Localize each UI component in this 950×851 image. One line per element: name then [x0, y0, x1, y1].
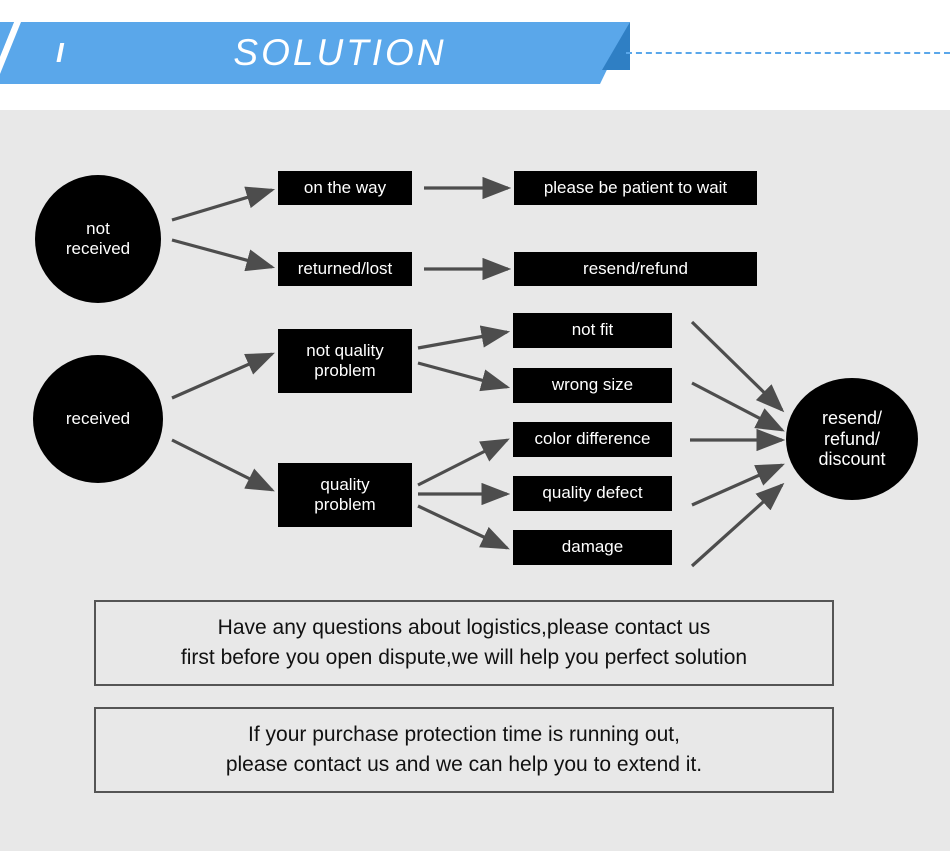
arrow-damage-resolution [690, 482, 785, 568]
banner-dashed-rule [626, 52, 950, 54]
node-not-quality-problem[interactable]: not quality problem [278, 329, 412, 393]
node-wrong-size-label: wrong size [551, 375, 634, 395]
arrow-notquality-notfit [417, 325, 511, 350]
notice-protection: If your purchase protection time is runn… [94, 707, 834, 793]
banner-index-label: I [56, 37, 65, 68]
flow-arrow-layer [171, 176, 786, 568]
node-not-fit-label: not fit [571, 320, 614, 340]
node-not-quality-line2: problem [314, 361, 376, 380]
node-on-the-way-label: on the way [303, 177, 387, 197]
node-not-received-line1: not [86, 219, 110, 239]
header-banner: I SOLUTION [0, 0, 950, 110]
node-resolution[interactable]: resend/ refund/ discount [786, 378, 918, 500]
node-returned-lost[interactable]: returned/lost [278, 252, 412, 286]
arrow-notreceived-returnedlost [171, 238, 276, 272]
page-title: SOLUTION [233, 32, 447, 73]
node-quality-problem[interactable]: quality problem [278, 463, 412, 527]
arrow-qualitydefect-resolution [691, 463, 785, 507]
content-area: not received received resend/ refund/ di… [0, 110, 950, 851]
node-quality-defect-label: quality defect [542, 483, 643, 503]
node-returned-lost-label: returned/lost [297, 258, 393, 278]
node-quality-problem-line1: quality [320, 474, 370, 494]
node-color-difference-label: color difference [534, 429, 651, 449]
node-damage-label: damage [561, 537, 624, 557]
node-received[interactable]: received [33, 355, 163, 483]
arrow-notquality-wrongsize [417, 361, 511, 392]
arrow-wrongsize-resolution [691, 381, 785, 432]
notice-logistics: Have any questions about logistics,pleas… [94, 600, 834, 686]
arrow-notreceived-ontheway [171, 186, 276, 222]
node-not-received-line2: received [65, 239, 131, 258]
node-resend-refund-label: resend/refund [583, 258, 688, 278]
node-wrong-size[interactable]: wrong size [513, 368, 672, 403]
arrow-notfit-resolution [690, 320, 785, 413]
node-quality-defect[interactable]: quality defect [513, 476, 672, 511]
banner-parallelogram [0, 22, 630, 84]
node-on-the-way[interactable]: on the way [278, 171, 412, 205]
arrow-qualityproblem-colordifference [417, 438, 510, 487]
notice-logistics-line2: first before you open dispute,we will he… [180, 646, 748, 669]
node-please-wait-label: please be patient to wait [543, 177, 728, 197]
arrow-received-qualityproblem [171, 438, 275, 492]
node-please-be-patient-to-wait[interactable]: please be patient to wait [514, 171, 757, 205]
node-resolution-line2: refund/ [823, 428, 881, 449]
node-resolution-line1: resend/ [821, 407, 883, 428]
node-damage[interactable]: damage [513, 530, 672, 565]
notice-logistics-line1: Have any questions about logistics,pleas… [217, 616, 711, 640]
node-received-label: received [65, 409, 131, 429]
node-color-difference[interactable]: color difference [513, 422, 672, 457]
node-quality-problem-line2: problem [314, 495, 376, 514]
notice-protection-line2: please contact us and we can help you to… [225, 753, 703, 776]
node-not-received[interactable]: not received [35, 175, 161, 303]
node-resend-refund[interactable]: resend/refund [514, 252, 757, 286]
node-resolution-line3: discount [818, 449, 886, 470]
notice-protection-line1: If your purchase protection time is runn… [248, 723, 680, 747]
arrow-received-notquality [171, 352, 275, 400]
node-not-quality-line1: not quality [306, 340, 384, 360]
solution-flow-diagram: not received received resend/ refund/ di… [0, 110, 950, 590]
node-not-fit[interactable]: not fit [513, 313, 672, 348]
arrow-qualityproblem-damage [417, 504, 510, 550]
